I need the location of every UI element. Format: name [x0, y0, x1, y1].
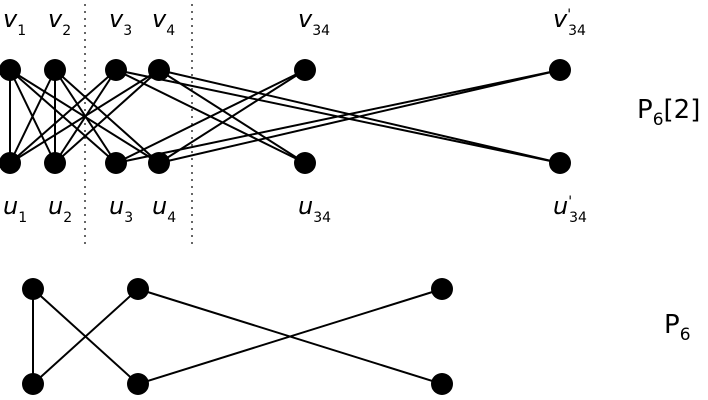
bottom-graph-edges [32, 288, 443, 385]
vertex-u2 [44, 152, 66, 174]
vertex-u34p [549, 152, 571, 174]
top-graph-vertices [0, 59, 571, 174]
vertex-label-v3: v3 [109, 5, 132, 39]
vertex-label-u2: u2 [48, 192, 72, 226]
bottom-graph-label: P6 [664, 310, 691, 345]
vertex-v4 [148, 59, 170, 81]
vertex-u1 [0, 152, 21, 174]
vertex-label-v34p: v'34 [553, 5, 586, 39]
edge-v3-u1 [9, 69, 117, 164]
top-graph-label: P6[2] [637, 95, 700, 130]
vertex-label-v34: v34 [298, 5, 330, 39]
vertex-v3 [105, 59, 127, 81]
edge-v4-u1 [9, 69, 160, 164]
edge-a2-b1 [32, 288, 139, 385]
vertex-b1 [22, 373, 44, 395]
vertex-label-u1: u1 [3, 192, 27, 226]
vertex-v1 [0, 59, 21, 81]
vertex-label-u34: u34 [298, 192, 331, 226]
vertex-u3 [105, 152, 127, 174]
vertex-label-u3: u3 [109, 192, 133, 226]
bottom-graph-vertices [22, 278, 453, 395]
vertex-label-v2: v2 [48, 5, 71, 39]
edge-v34-u3 [115, 69, 306, 164]
vertex-u4 [148, 152, 170, 174]
edge-v4-u2 [54, 69, 160, 164]
edge-a3-b2 [137, 288, 443, 385]
vertex-a1 [22, 278, 44, 300]
edge-v34p-u3 [115, 69, 561, 164]
vertex-label-u34p: u'34 [553, 192, 587, 226]
vertex-label-v4: v4 [152, 5, 175, 39]
edge-v34-u4 [158, 69, 306, 164]
vertex-a3 [431, 278, 453, 300]
edge-v34p-u4 [158, 69, 561, 164]
vertex-a2 [127, 278, 149, 300]
vertex-v34 [294, 59, 316, 81]
vertex-u34 [294, 152, 316, 174]
vertex-b2 [127, 373, 149, 395]
vertex-label-v1: v1 [3, 5, 26, 39]
edge-v2-u1 [9, 69, 56, 164]
vertex-v2 [44, 59, 66, 81]
vertex-label-u4: u4 [152, 192, 176, 226]
top-graph-vertex-labels: v1 v2 v3 v4 v34 v'34 u1 u2 u3 u4 u34 u'34 [3, 5, 587, 226]
vertex-v34p [549, 59, 571, 81]
vertex-b3 [431, 373, 453, 395]
top-graph-edges [9, 69, 561, 164]
